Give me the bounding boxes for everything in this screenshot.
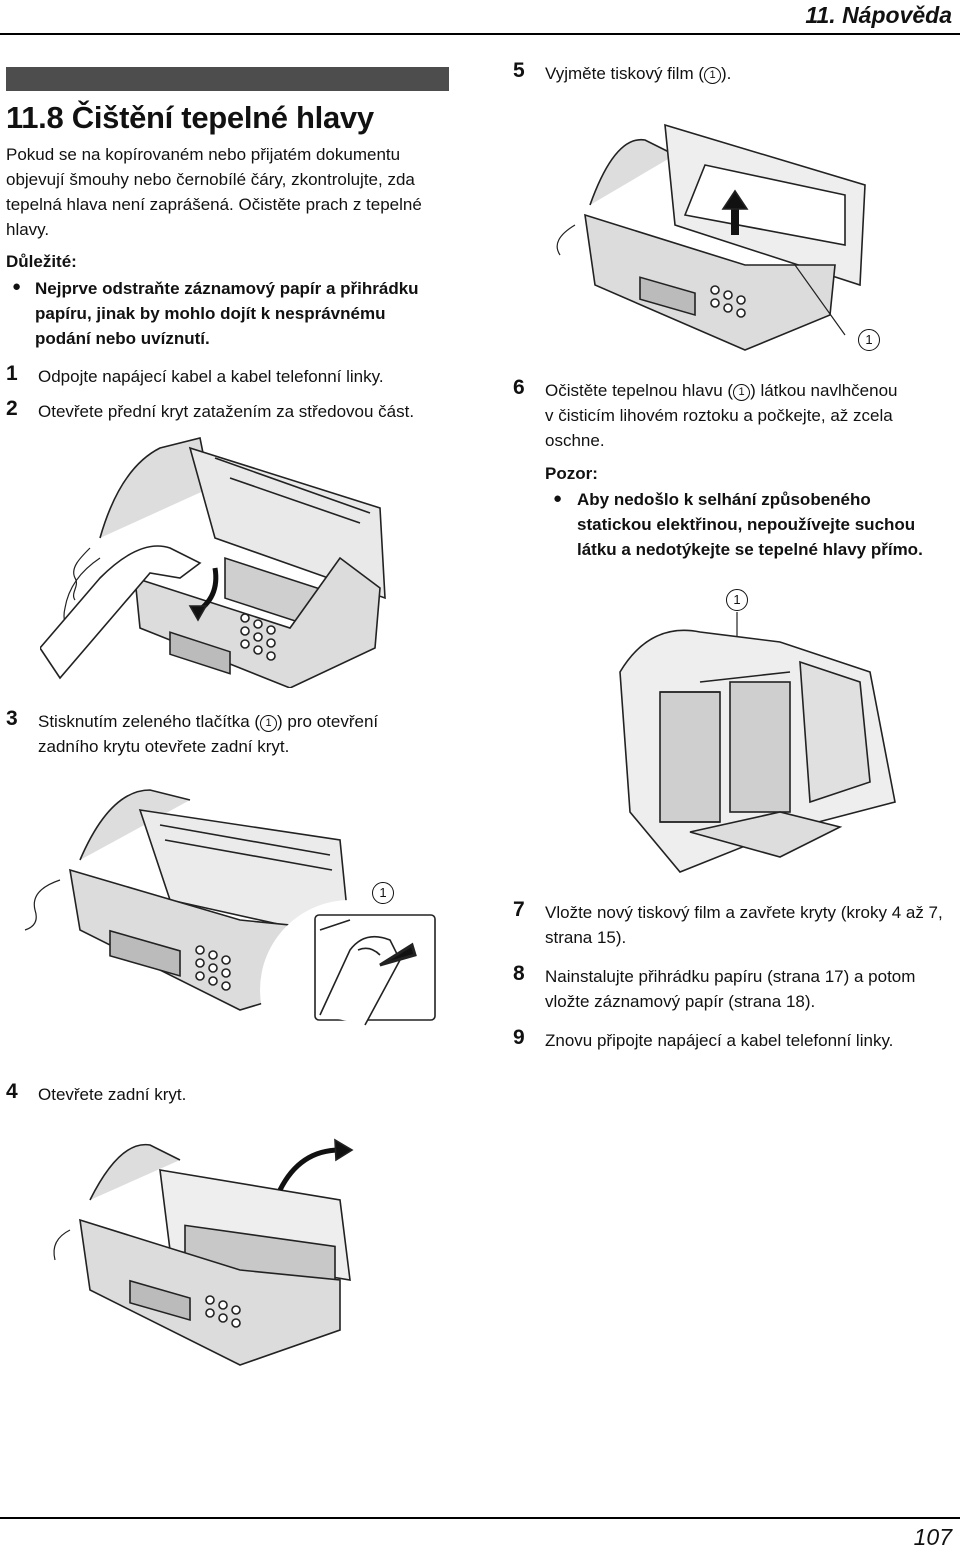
caution-line: látku a nedotýkejte se tepelné hlavy pří… bbox=[577, 540, 923, 559]
fax-green-button-illustration bbox=[24, 789, 440, 1050]
header-rule bbox=[0, 33, 960, 35]
step-text-part: Vyjměte tiskový film ( bbox=[545, 64, 705, 83]
important-label: Důležité: bbox=[6, 252, 77, 271]
caution-bullet: Aby nedošlo k selhání způsobeného static… bbox=[577, 487, 923, 562]
step-text-line2: v čisticím lihovém roztoku a počkejte, a… bbox=[545, 406, 893, 425]
important-line: papíru, jinak by mohlo dojít k nesprávné… bbox=[35, 304, 386, 323]
step-number: 6 bbox=[513, 376, 525, 399]
section-bar bbox=[6, 67, 449, 91]
step-text: Nainstalujte přihrádku papíru (strana 17… bbox=[545, 967, 916, 986]
step-text: Otevřete zadní kryt. bbox=[38, 1085, 187, 1104]
step-text-line2: vložte záznamový papír (strana 18). bbox=[545, 992, 816, 1011]
step-number: 5 bbox=[513, 59, 525, 82]
step-text: Otevřete přední kryt zatažením za středo… bbox=[38, 402, 415, 421]
important-line: Nejprve odstraňte záznamový papír a přih… bbox=[35, 279, 419, 298]
step-text: Očistěte tepelnou hlavu (1) látkou navlh… bbox=[545, 378, 898, 403]
fax-film-removal-illustration bbox=[556, 123, 866, 351]
chapter-title: 11. Nápověda bbox=[805, 2, 952, 28]
fax-front-cover-illustration bbox=[40, 437, 386, 688]
callout-marker: 1 bbox=[726, 589, 748, 611]
page-number: 107 bbox=[913, 1524, 952, 1550]
step-number: 1 bbox=[6, 362, 18, 385]
footer-rule bbox=[0, 1517, 960, 1519]
step-number: 2 bbox=[6, 397, 18, 420]
intro-paragraph: Pokud se na kopírovaném nebo přijatém do… bbox=[6, 142, 422, 242]
step-text: Znovu připojte napájecí a kabel telefonn… bbox=[545, 1031, 894, 1050]
step-number: 8 bbox=[513, 962, 525, 985]
step-text-part: Očistěte tepelnou hlavu ( bbox=[545, 381, 734, 400]
caution-line: statickou elektřinou, nepoužívejte sucho… bbox=[577, 515, 916, 534]
caution-label: Pozor: bbox=[545, 464, 598, 483]
bullet-icon: ● bbox=[12, 278, 22, 295]
bullet-icon: ● bbox=[553, 490, 563, 507]
intro-line: Pokud se na kopírovaném nebo přijatém do… bbox=[6, 145, 401, 164]
step-text: Vložte nový tiskový film a zavřete kryty… bbox=[545, 903, 943, 922]
step-text-part: ). bbox=[721, 64, 732, 83]
step-number: 3 bbox=[6, 707, 18, 730]
important-line: podání nebo uvíznutí. bbox=[35, 329, 210, 348]
callout-marker: 1 bbox=[858, 329, 880, 351]
callout-marker: 1 bbox=[260, 715, 278, 732]
callout-marker: 1 bbox=[372, 882, 394, 904]
important-bullet: Nejprve odstraňte záznamový papír a přih… bbox=[35, 276, 419, 351]
step-text-part: ) látkou navlhčenou bbox=[750, 381, 898, 400]
step-text: Vyjměte tiskový film (1). bbox=[545, 61, 731, 86]
intro-line: hlavy. bbox=[6, 220, 50, 239]
step-number: 7 bbox=[513, 898, 525, 921]
callout-marker: 1 bbox=[704, 67, 722, 84]
caution-line: Aby nedošlo k selhání způsobeného bbox=[577, 490, 871, 509]
step-text: Odpojte napájecí kabel a kabel telefonní… bbox=[38, 367, 384, 386]
step-number: 4 bbox=[6, 1080, 18, 1103]
step-text: Stisknutím zeleného tlačítka (1) pro ote… bbox=[38, 709, 378, 734]
step-text-line3: oschne. bbox=[545, 431, 605, 450]
fax-back-cover-illustration bbox=[53, 1138, 354, 1366]
callout-marker: 1 bbox=[733, 384, 751, 401]
section-title: 11.8 Čištění tepelné hlavy bbox=[6, 100, 374, 135]
intro-line: objevují šmouhy nebo černobílé čáry, zko… bbox=[6, 170, 415, 189]
intro-line: tepelná hlava není zaprášená. Očistěte p… bbox=[6, 195, 422, 214]
step-text-part: ) pro otevření bbox=[277, 712, 379, 731]
step-text-line2: strana 15). bbox=[545, 928, 627, 947]
step-number: 9 bbox=[513, 1026, 525, 1049]
step-text-part: Stisknutím zeleného tlačítka ( bbox=[38, 712, 261, 731]
fax-thermal-head-illustration bbox=[619, 612, 896, 873]
step-text-line2: zadního krytu otevřete zadní kryt. bbox=[38, 737, 290, 756]
